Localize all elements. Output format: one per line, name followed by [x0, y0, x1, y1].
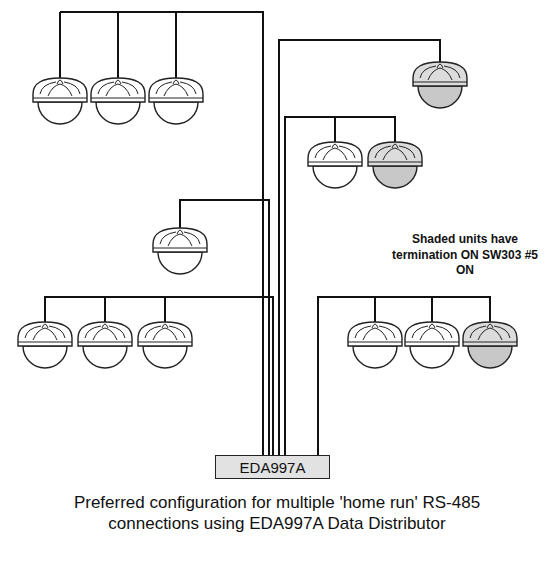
figure-caption: Preferred configuration for multiple 'ho… [57, 492, 497, 535]
distributor-box: EDA997A [215, 455, 330, 479]
termination-note: Shaded units have termination ON SW303 #… [385, 232, 545, 279]
box-label: EDA997A [240, 459, 306, 476]
